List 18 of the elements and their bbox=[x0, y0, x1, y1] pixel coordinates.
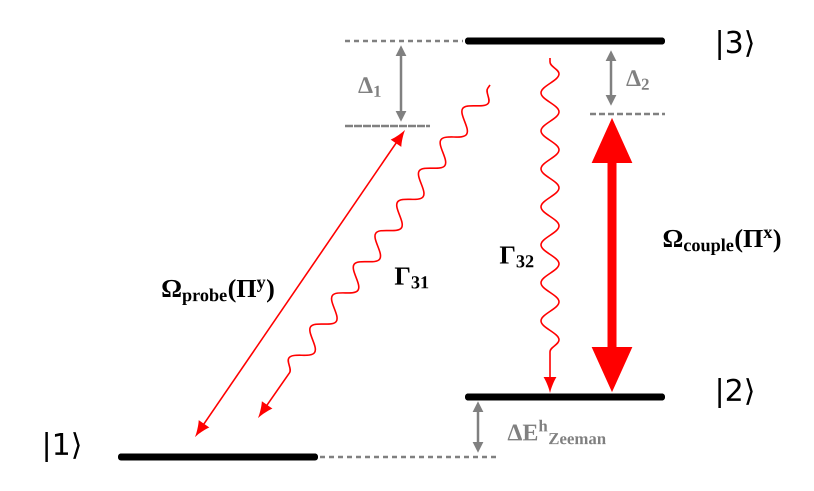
arrow bbox=[196, 132, 404, 436]
energy-level bbox=[118, 454, 318, 460]
edge-label: Ω$_{couple}$(Π$^{x}$) bbox=[664, 229, 780, 255]
energy-level bbox=[465, 38, 665, 44]
dimension-label: ΔE$^{h}$Zeeman bbox=[508, 420, 606, 444]
ket-label: |1⟩ bbox=[45, 432, 80, 462]
arrow bbox=[540, 58, 560, 391]
edge-label: Γ$_{31}$ bbox=[394, 268, 428, 288]
energy-level bbox=[465, 394, 665, 400]
ket-label: |2⟩ bbox=[718, 378, 753, 408]
virtual-level bbox=[344, 124, 432, 128]
dimension-label: Δ$_{1}$ bbox=[358, 77, 381, 97]
virtual-level bbox=[588, 112, 666, 116]
edge-label: Ω$_{probe}$(Π$^{y}$) bbox=[162, 279, 274, 305]
ket-label: |3⟩ bbox=[718, 30, 753, 60]
arrow bbox=[258, 84, 491, 416]
dimension-label: Δ$_{2}$ bbox=[626, 70, 649, 90]
edge-label: Γ$_{32}$ bbox=[500, 246, 534, 268]
